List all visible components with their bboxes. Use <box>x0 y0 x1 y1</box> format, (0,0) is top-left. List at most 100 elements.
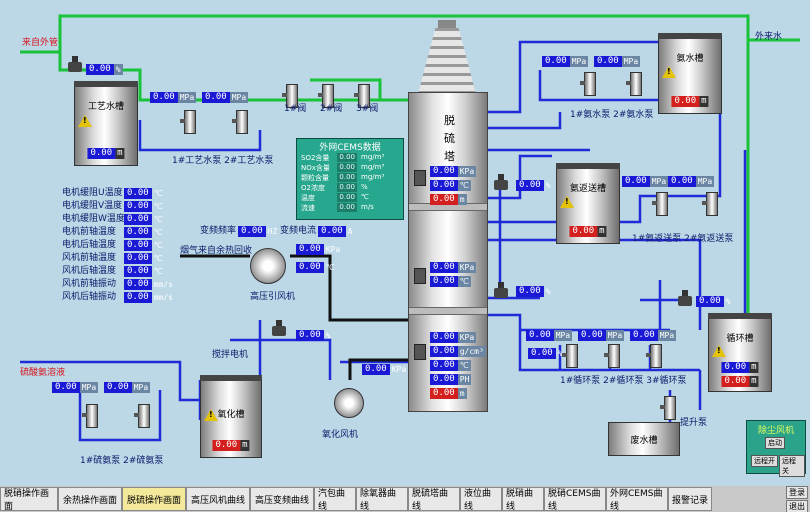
source-label: 来自外管 <box>22 38 59 48</box>
login-button[interactable]: 登录 <box>786 486 808 499</box>
nav-tab[interactable]: 脱硫操作画面 <box>122 487 186 511</box>
nav-tab[interactable]: 液位曲线 <box>460 487 502 512</box>
process-water-tank[interactable]: 工艺水槽 0.00m <box>74 81 138 166</box>
oxidation-fan-icon[interactable] <box>334 388 364 418</box>
warning-icon <box>560 195 574 208</box>
nav-tab[interactable]: 脱硝曲线 <box>502 487 544 512</box>
ammonia-return-pump-2[interactable] <box>702 192 718 216</box>
tank-name: 氨返送槽 <box>569 184 606 194</box>
circ-valve[interactable] <box>678 290 692 306</box>
motor-param-label: 风机后轴温度 <box>62 266 117 276</box>
circulation-pump-2[interactable] <box>604 344 620 368</box>
nav-tab[interactable]: 脱硝CEMS曲线 <box>544 487 606 512</box>
motor-param-label: 电机缓阻U温度 <box>62 188 123 198</box>
nav-tab[interactable]: 脱硫塔曲线 <box>408 487 460 512</box>
motor-param-label: 风机后轴振动 <box>62 292 117 302</box>
tower-char: 脱 <box>444 114 455 127</box>
ammonia-water-pump-1[interactable] <box>580 72 596 96</box>
lift-pump[interactable] <box>660 396 676 420</box>
motor-param-value: 0.00℃ <box>124 188 165 199</box>
valve-2[interactable] <box>318 84 334 108</box>
fan-temp: 0.00℃ <box>296 262 337 273</box>
circ-flow-reading: 0.00% <box>528 348 565 359</box>
fan-remote-on-button[interactable]: 远程开 <box>751 455 778 467</box>
valve-d-reading: 0.00% <box>296 330 333 341</box>
fan-remote-off-button[interactable]: 远程关 <box>779 455 805 477</box>
tank-name: 氨水槽 <box>676 54 704 64</box>
acid-pump-1[interactable] <box>82 404 98 428</box>
ext-water-valve[interactable] <box>68 56 82 72</box>
tank-cap <box>74 81 138 87</box>
valve-1-label: 1#阀 <box>284 104 307 114</box>
fan-panel-title: 除尘风机 <box>757 426 794 436</box>
motor-param-label: 风机前轴振动 <box>62 279 117 289</box>
acid-pump-2[interactable] <box>134 404 150 428</box>
nav-tab[interactable]: 汽包曲线 <box>314 487 356 512</box>
ar-pumps-label: 1#氨返送泵 2#氨返送泵 <box>632 234 734 244</box>
nav-tab[interactable]: 高压风机曲线 <box>186 487 250 511</box>
motor-param-value: 0.00℃ <box>124 266 165 277</box>
nav-tab[interactable]: 余热操作画面 <box>58 487 122 511</box>
logout-button[interactable]: 退出 <box>786 500 808 512</box>
nav-tab[interactable]: 除氧器曲线 <box>356 487 408 512</box>
nav-tab[interactable]: 外网CEMS曲线 <box>606 487 668 512</box>
nav-tab[interactable]: 高压变频曲线 <box>250 487 314 511</box>
motor-param-label: 风机前轴温度 <box>62 253 117 263</box>
circulation-pump-3[interactable] <box>646 344 662 368</box>
motor-param-label: 电机后轴温度 <box>62 240 117 250</box>
fan-start-button[interactable]: 启动 <box>765 437 785 449</box>
valve-3[interactable] <box>354 84 370 108</box>
nav-tab[interactable]: 脱硝操作画面 <box>0 487 58 512</box>
valve-2-label: 2#阀 <box>320 104 343 114</box>
ammonia-return-tank[interactable]: 氨返送槽 0.00m <box>556 163 620 244</box>
tower-temp-top: 0.00℃ <box>430 180 471 191</box>
tank-name: 氧化槽 <box>217 410 245 420</box>
stirrer-valve[interactable] <box>272 320 286 336</box>
pw-pumps-label: 1#工艺水泵 2#工艺水泵 <box>172 156 274 166</box>
acid-label: 硫酸氨溶液 <box>20 368 66 378</box>
external-water-label: 外来水 <box>755 32 783 42</box>
tower-tip <box>438 20 456 30</box>
tank-cap <box>200 375 262 381</box>
ammonia-return-pump-1[interactable] <box>652 192 668 216</box>
tank-cap <box>708 313 772 319</box>
valve-1[interactable] <box>282 84 298 108</box>
warning-icon <box>204 408 218 421</box>
process-water-pump-1[interactable] <box>180 110 196 134</box>
circulation-tank[interactable]: 循环槽 0.00m 0.00m <box>708 313 772 392</box>
circulation-pump-1[interactable] <box>562 344 578 368</box>
process-water-pump-2[interactable] <box>232 110 248 134</box>
tower-temp-mid: 0.00℃ <box>430 276 471 287</box>
motor-param-value: 0.00℃ <box>124 240 165 251</box>
high-pressure-fan-icon[interactable] <box>250 248 286 284</box>
circ-pumps-label: 1#循环泵 2#循环泵 3#循环泵 <box>560 376 687 386</box>
ammonia-water-tank[interactable]: 氨水槽 0.00m <box>658 33 722 114</box>
ammonia-water-pump-2[interactable] <box>626 72 642 96</box>
tower-valve-b[interactable] <box>494 282 508 298</box>
waste-water-tank[interactable]: 废水槽 <box>608 422 680 456</box>
nav-tab[interactable]: 报警记录 <box>668 487 712 511</box>
tank-name: 循环槽 <box>726 334 754 344</box>
motor-param-value: 0.00℃ <box>124 201 165 212</box>
hp-fan-label: 高压引风机 <box>250 292 296 302</box>
valve-a-reading: 0.00% <box>516 180 553 191</box>
lift-pump-label: 提升泵 <box>680 418 708 428</box>
tower-char: 塔 <box>444 150 455 163</box>
valve-c-reading: 0.00% <box>696 296 733 307</box>
tank-cap <box>658 33 722 39</box>
tower-valve-a[interactable] <box>494 174 508 190</box>
oxidation-tank[interactable]: 氧化槽 0.00m <box>200 375 262 458</box>
